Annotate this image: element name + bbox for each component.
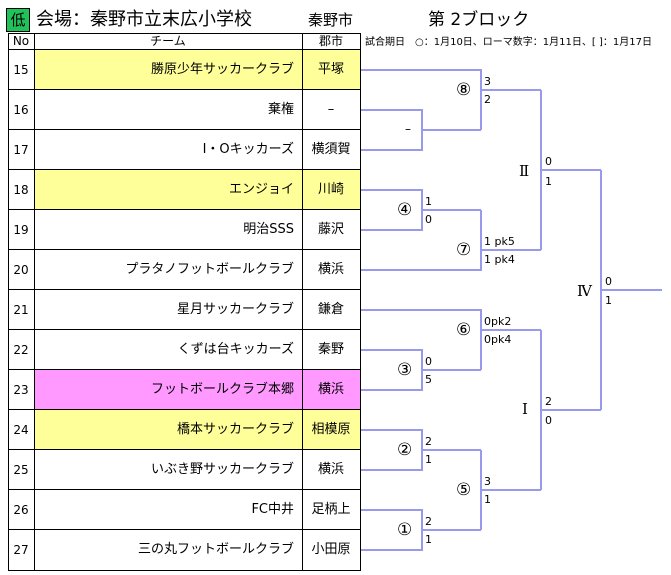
match-score: 0 (545, 155, 552, 168)
match-score: 2 (545, 395, 552, 408)
team-city: 川崎 (302, 170, 360, 210)
team-name: 橋本サッカークラブ (35, 410, 302, 450)
team-city: 平塚 (302, 50, 360, 90)
team-name: 明治SSS (35, 210, 302, 250)
row-number: 15 (13, 63, 29, 77)
match-score: 1 pk5 (484, 235, 515, 248)
row-number: 22 (13, 343, 29, 357)
row-number: 19 (13, 223, 29, 237)
venue-title: 会場：秦野市立末広小学校 (36, 9, 252, 30)
team-city: 鎌倉 (302, 290, 360, 330)
match-score: 1 pk4 (484, 253, 515, 266)
block-title: 第 2ブロック (428, 10, 530, 30)
team-name: フットボールクラブ本郷 (35, 370, 302, 410)
match-score: 0pk4 (484, 333, 512, 346)
match-score: 0pk2 (484, 315, 512, 328)
match-score: 1 (545, 175, 552, 188)
team-city: 足柄上 (302, 490, 360, 530)
team-city: 横浜 (302, 370, 360, 410)
match-label: Ⅱ (519, 162, 530, 180)
match-score: 3 (484, 75, 491, 88)
match-label: ① (397, 520, 413, 540)
row-number: 20 (13, 263, 29, 277)
match-label: – (405, 122, 411, 136)
team-city: 藤沢 (302, 210, 360, 250)
match-label: Ⅳ (577, 282, 592, 300)
match-score: 1 (484, 493, 491, 506)
row-number: 23 (13, 383, 29, 397)
team-city: 相模原 (302, 410, 360, 450)
match-label: Ⅰ (522, 400, 528, 418)
match-label: ⑥ (456, 320, 472, 340)
match-score: 1 (605, 294, 612, 307)
match-score: 5 (425, 373, 432, 386)
match-label: ③ (397, 360, 413, 380)
match-label: ⑤ (456, 480, 472, 500)
row-number: 16 (13, 103, 29, 117)
team-name: くずは台キッカーズ (35, 330, 302, 370)
match-score: 3 (484, 475, 491, 488)
match-score: 2 (484, 93, 491, 106)
team-city: 横浜 (302, 250, 360, 290)
team-city: 秦野 (302, 330, 360, 370)
row-number: 26 (13, 503, 29, 517)
match-score: 0 (425, 355, 432, 368)
match-score: 1 (425, 195, 432, 208)
team-city: 横須賀 (302, 130, 360, 170)
match-score: 0 (545, 414, 552, 427)
team-name: 星月サッカークラブ (35, 290, 302, 330)
column-header-no: No (12, 34, 30, 48)
team-name: 棄権 (35, 90, 302, 130)
grade-badge: 低 (6, 8, 30, 32)
match-score: 0 (605, 275, 612, 288)
match-score: 2 (425, 515, 432, 528)
row-number: 27 (13, 543, 29, 557)
team-name: FC中井 (35, 490, 302, 530)
row-number: 18 (13, 183, 29, 197)
column-header-city: 郡市 (318, 34, 343, 48)
match-label: ⑦ (456, 240, 472, 260)
match-date-legend: 試合期日 ○：1月10日、ローマ数字：1月11日、[ ]：1月17日 (365, 37, 652, 48)
match-label: ④ (397, 200, 413, 220)
row-number: 25 (13, 463, 29, 477)
team-name: I・Oキッカーズ (35, 130, 302, 170)
column-header-team: チーム (150, 34, 186, 48)
team-name: いぶき野サッカークラブ (35, 450, 302, 490)
team-name: 勝原少年サッカークラブ (35, 50, 302, 90)
team-name: プラタノフットボールクラブ (35, 250, 302, 290)
team-name: 三の丸フットボールクラブ (35, 530, 302, 570)
team-city: – (302, 90, 360, 130)
match-score: 0 (425, 213, 432, 226)
match-label: ② (397, 440, 413, 460)
team-city: 横浜 (302, 450, 360, 490)
match-label: ⑧ (456, 80, 472, 100)
match-score: 2 (425, 435, 432, 448)
match-score: 1 (425, 533, 432, 546)
match-score: 1 (425, 453, 432, 466)
row-number: 17 (13, 143, 29, 157)
row-number: 21 (13, 303, 29, 317)
team-city: 小田原 (302, 530, 360, 570)
team-name: エンジョイ (35, 170, 302, 210)
host-city: 秦野市 (308, 11, 354, 29)
row-number: 24 (13, 423, 29, 437)
